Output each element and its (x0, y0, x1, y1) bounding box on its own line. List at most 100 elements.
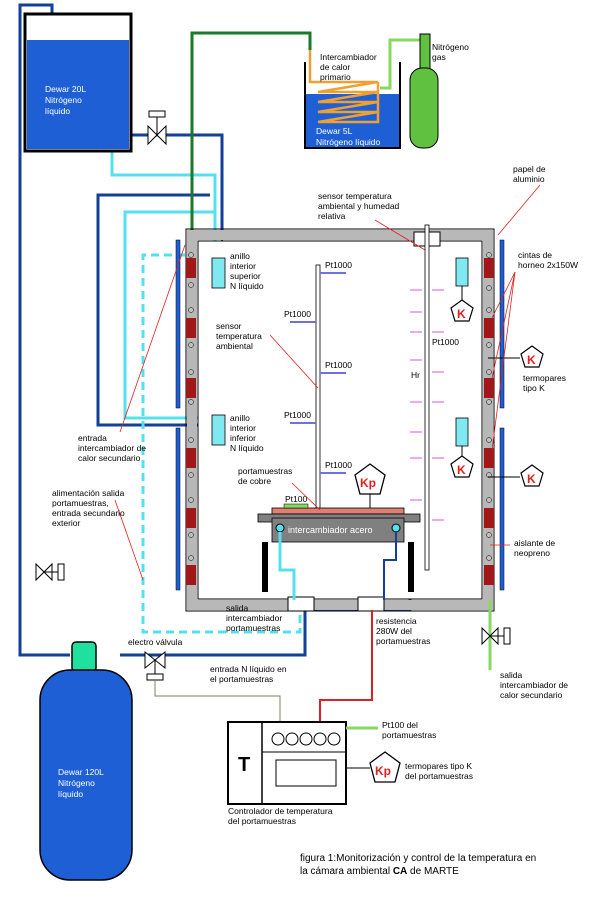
lower-ring-label-2: interior (230, 423, 256, 433)
dewar20-outlet-pipe (122, 133, 224, 230)
secondary-outlet-label-3: calor secundario (500, 690, 563, 700)
steel-exchanger-label: intercambiador acero (288, 525, 373, 535)
dewar-20l: Dewar 20L Nitrógeno líquido (23, 12, 133, 153)
copper-holder-label-1: portamuestras (238, 466, 292, 476)
valve-control-wire (154, 680, 281, 722)
k-label-2: K (457, 463, 466, 477)
ambient-sensor-label-1: sensor (216, 321, 242, 331)
kp-holder-label-2: del portamuestras (405, 771, 473, 781)
pt1000-label-6: Pt1000 (432, 337, 459, 347)
pt1000-label-4: Pt1000 (284, 410, 311, 420)
portamuestras-inlet (383, 532, 397, 600)
nitrogen-inlet-label-1: entrada N líquido en (210, 664, 287, 674)
caption-part-a: la cámara ambiental (300, 866, 393, 877)
k-label-1: K (457, 307, 466, 321)
dewar-120l: Dewar 120L Nitrógeno líquido (39, 641, 133, 881)
figure-caption-line1: figura 1:Monitorización y control de la … (300, 853, 536, 864)
manual-valve-right (481, 626, 511, 646)
sample-holder (257, 503, 421, 592)
upper-ring (211, 257, 226, 289)
dewar120-label-2: Nitrógeno (58, 778, 95, 788)
secondary-inlet-label-2: intercambiador de (78, 443, 146, 453)
pt100-holder-label-1: Pt100 del (382, 720, 418, 730)
aluminium-label-2: aluminio (513, 174, 545, 184)
lower-ring-feed (96, 193, 212, 427)
holder-outlet-label-2: intercambiador (226, 613, 282, 623)
k-sensor-external-upper: K (488, 345, 544, 368)
dewar-5l: Dewar 5L Nitrógeno líquido (304, 50, 401, 149)
secondary-outlet-label-2: intercambiador de (500, 680, 568, 690)
manual-valve-top (147, 110, 167, 146)
resistor-label-3: portamuestras (376, 636, 430, 646)
supply-label-2: portamuestras, (52, 498, 109, 508)
pt100-label: Pt100 (285, 494, 307, 504)
thermocouple-label-2: tipo K (523, 383, 545, 393)
k-sensor-lower: K (450, 417, 474, 478)
cyan-lower-pipe (123, 210, 215, 420)
supply-label-4: exterior (52, 518, 81, 528)
ambient-sensor-label-2: temperatura (216, 331, 262, 341)
hr-sensor-label-3: relativa (318, 211, 346, 221)
pt1000-label-2: Pt1000 (284, 309, 311, 319)
upper-ring-label-4: N líquido (230, 281, 264, 291)
lower-ring-label-4: N líquido (230, 443, 264, 453)
nitrogen-gas-pipe (380, 38, 420, 90)
dewar5-label-1: Dewar 5L (316, 126, 353, 136)
electro-valve-label: electro válvula (128, 637, 183, 647)
dewar120-label-1: Dewar 120L (58, 767, 104, 777)
dewar20-label-2: Nitrógeno (45, 95, 82, 105)
primary-exchanger-label-3: primario (320, 72, 351, 82)
supply-pipe-left (18, 3, 70, 657)
callout-lines (114, 184, 541, 581)
hr-sensor-label-1: sensor temperatura (318, 191, 392, 201)
caption-part-b: CA (393, 866, 407, 877)
exterior-dashed-loop (141, 253, 302, 634)
kp-label-2: Kp (375, 764, 391, 778)
upper-ring-label-3: superior (230, 271, 261, 281)
nitrogen-gas-bottle (409, 33, 439, 149)
dewar120-label-3: líquido (58, 789, 83, 799)
ambient-sensor-label-3: ambiental (216, 341, 253, 351)
nitrogen-inlet-label-2: el portamuestras (210, 674, 273, 684)
kp-sensor-holder: Kp (354, 463, 386, 508)
secondary-inlet-label-1: entrada (78, 433, 107, 443)
k-sensor-external-lower: K (488, 464, 544, 487)
resistor-label-2: 280W del (376, 626, 412, 636)
controller-label-1: Controlador de temperatura (228, 806, 333, 816)
hr-sensor-label-2: ambiental y humedad (318, 201, 400, 211)
controller-label-2: del portamuestras (228, 816, 296, 826)
resistor-label-1: resistencia (376, 616, 417, 626)
pt1000-label-3: Pt1000 (325, 360, 352, 370)
heater-tape-label-2: horneo 2x150W (518, 260, 578, 270)
holder-outlet-label-3: portamuestras (226, 623, 280, 633)
temperature-controller: T (227, 721, 347, 805)
nitrogen-gas-label-1: Nitrógeno (432, 42, 469, 52)
copper-holder-label-2: de cobre (238, 476, 271, 486)
secondary-inlet-label-3: calor secundario (78, 453, 141, 463)
dewar5-label-2: Nitrógeno líquido (316, 137, 381, 147)
portamuestras-outlet (278, 532, 296, 600)
humidity-sensor-rod (410, 224, 444, 571)
figure-caption-line2: la cámara ambiental CA de MARTE (300, 866, 459, 877)
supply-label-3: entrada secundario (52, 508, 125, 518)
labels-group: papel de aluminio sensor temperatura amb… (52, 164, 578, 826)
lower-ring-label-3: inferior (230, 433, 256, 443)
secondary-outlet-label-1: salida (500, 670, 522, 680)
heater-strip-left (175, 239, 196, 591)
lower-ring-label-1: anillo (230, 413, 250, 423)
manual-valve-left (35, 562, 65, 582)
supply-label-1: alimentación salida (52, 488, 125, 498)
kp-sensor-controller: Kp (346, 751, 401, 783)
neoprene-label-1: aislante de (514, 538, 555, 548)
heater-wire (319, 610, 373, 722)
upper-ring-label-1: anillo (230, 251, 250, 261)
k-label-4: K (527, 472, 536, 486)
neoprene-label-2: neopreno (514, 548, 550, 558)
k-label-3: K (527, 353, 536, 367)
holder-outlet-label-1: salida (226, 603, 248, 613)
lower-ring (211, 414, 226, 446)
heater-tape-label-1: cintas de (518, 250, 552, 260)
upper-ring-label-2: interior (230, 261, 256, 271)
primary-exchanger-label-1: Intercambiador (320, 52, 377, 62)
